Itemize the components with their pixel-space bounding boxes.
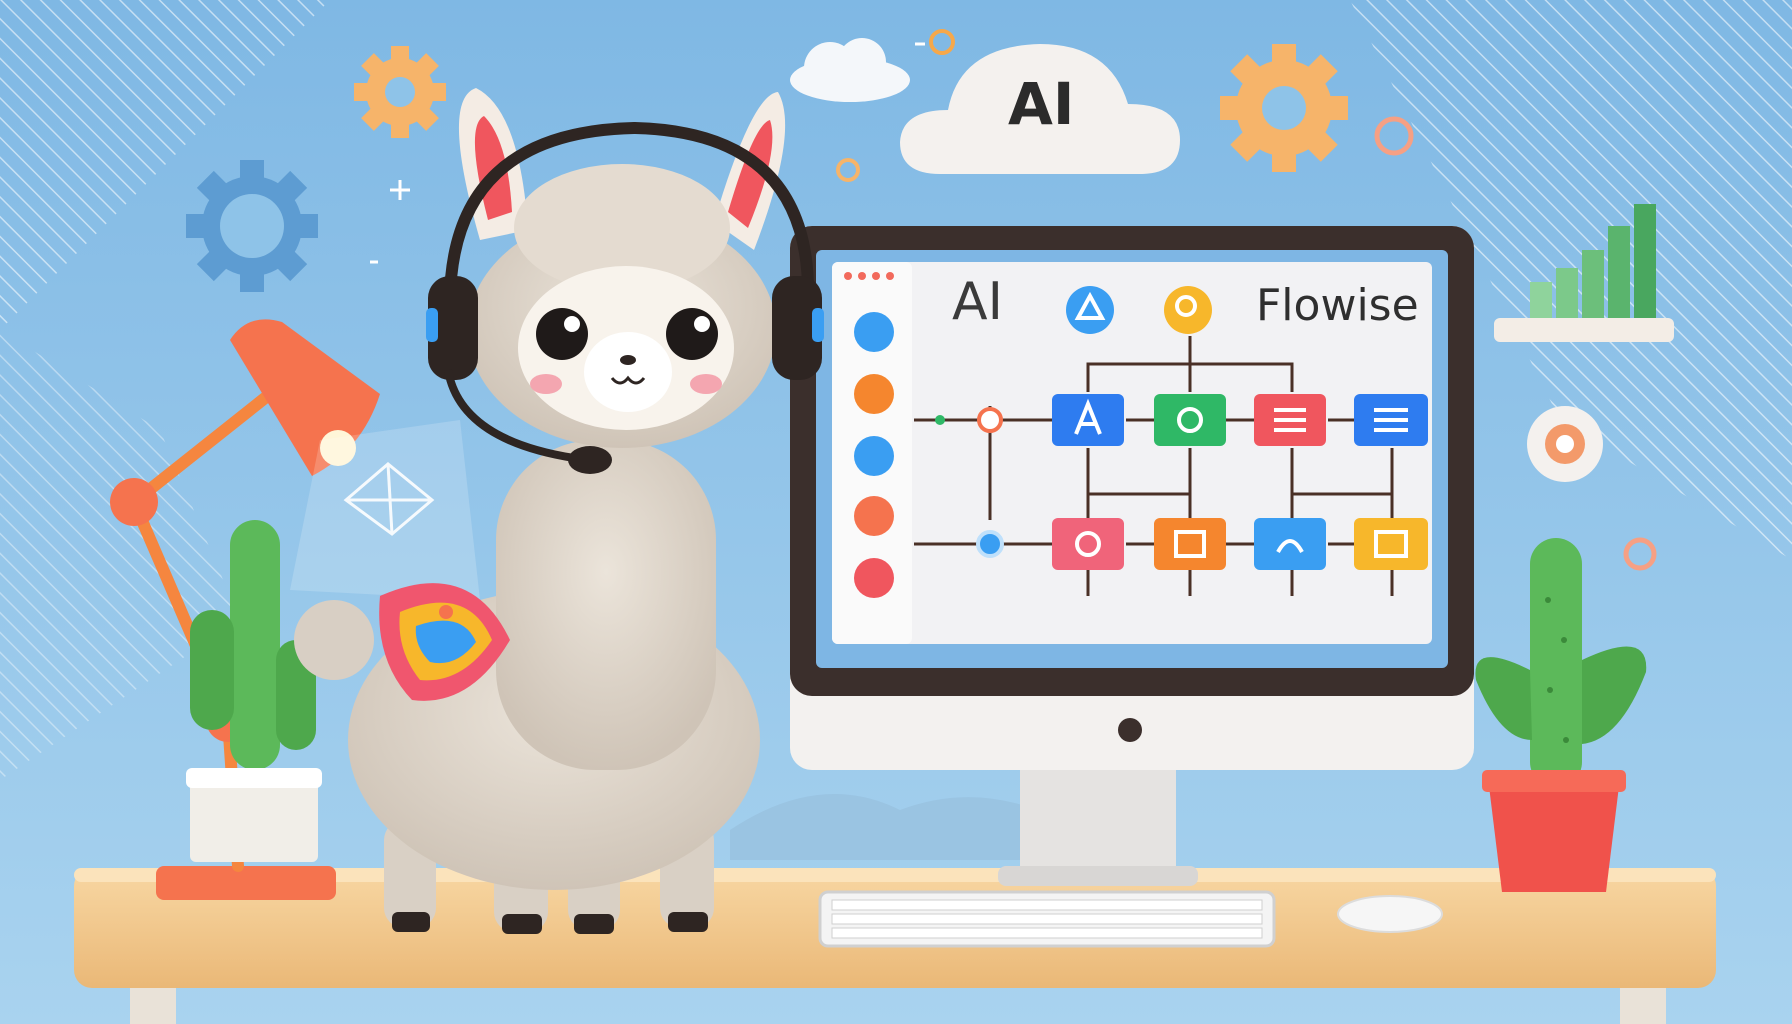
header-badge-icon [1066, 286, 1114, 334]
header-search-icon [1164, 286, 1212, 334]
flow-node [1154, 518, 1226, 570]
sparkle-icon [370, 42, 925, 264]
flow-node [1052, 518, 1124, 570]
flowise-app-window [832, 262, 1432, 644]
ring-decoration [1623, 537, 1657, 571]
flow-node [1254, 394, 1326, 446]
sidebar-icons [854, 312, 894, 598]
window-controls [844, 272, 894, 280]
right-cactus-plant [1475, 538, 1647, 892]
stripes-top-left [0, 0, 330, 330]
flow-node [1354, 394, 1428, 446]
screen-flowise-heading: Flowise [1256, 280, 1419, 331]
hills [730, 794, 1060, 860]
left-cactus-plant [186, 520, 322, 862]
llama-character [294, 88, 824, 934]
ring-decoration [836, 158, 860, 182]
crystal-icon [343, 462, 435, 536]
ai-cloud [900, 44, 1180, 174]
flow-node [1354, 518, 1428, 570]
cloud-small [790, 38, 910, 102]
screen-ai-heading: AI [952, 272, 1003, 332]
flow-node [1154, 394, 1226, 446]
gear-icon [1220, 44, 1348, 172]
flow-node [1052, 394, 1124, 446]
keyboard [818, 890, 1276, 948]
flow-start-node [976, 530, 1004, 558]
flow-start-node [977, 407, 1003, 433]
gear-icon [186, 160, 318, 292]
ring-decoration [929, 29, 955, 55]
mouse [1337, 895, 1443, 933]
gear-icon [354, 46, 446, 138]
stripes-left [0, 330, 240, 780]
shelf-bar-chart [1494, 204, 1674, 342]
target-badge-icon [1527, 406, 1603, 482]
flow-node [1254, 518, 1326, 570]
cloud-ai-label: AI [1008, 70, 1075, 138]
ring-decoration [1374, 116, 1414, 156]
